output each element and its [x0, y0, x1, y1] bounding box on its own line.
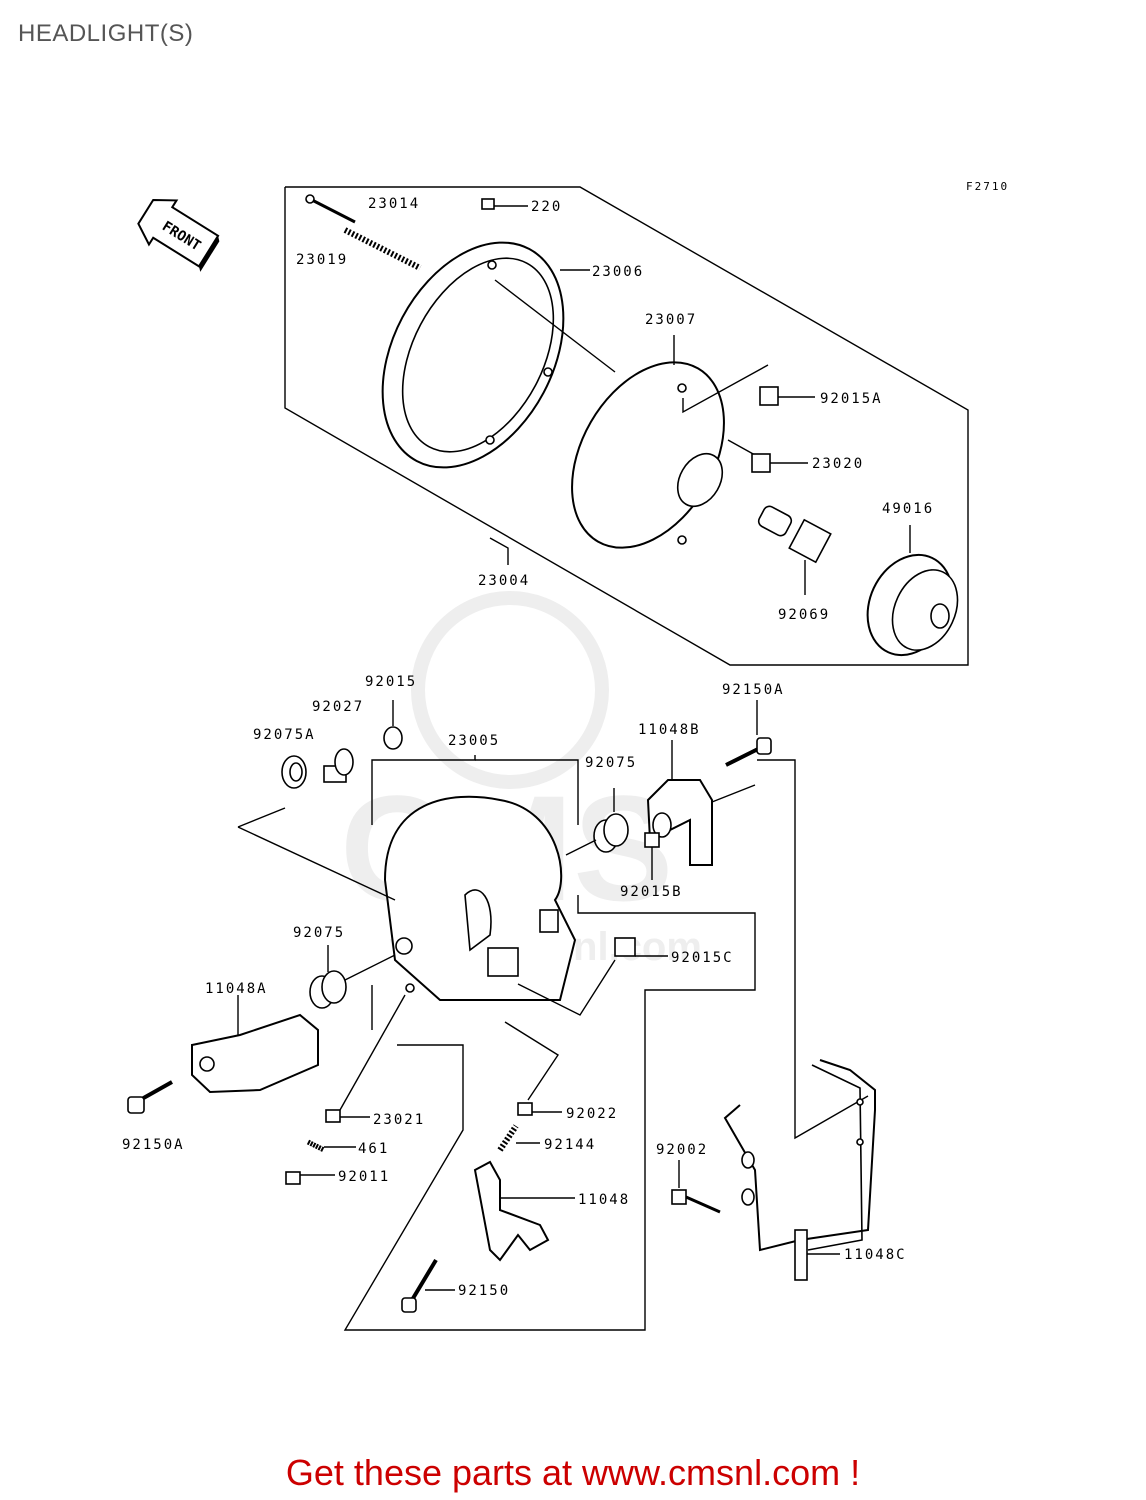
label-23004: 23004 — [478, 573, 530, 589]
spring-92144 — [497, 1124, 540, 1152]
bolt-23019 — [305, 194, 356, 224]
bracket-11048A — [191, 995, 319, 1094]
front-arrow-icon: FRONT — [137, 198, 220, 272]
label-23007: 23007 — [645, 312, 697, 328]
label-49016: 49016 — [882, 501, 934, 517]
bolt-92150A-top — [725, 700, 772, 767]
page-title: HEADLIGHT(S) — [18, 20, 194, 47]
label-23006: 23006 — [592, 264, 644, 280]
collar-92027 — [323, 748, 354, 783]
bracket-11048B — [646, 740, 756, 866]
spring-461 — [306, 1139, 356, 1153]
screw-92011 — [285, 1171, 335, 1185]
label-461: 461 — [358, 1141, 389, 1157]
nut-23021 — [325, 1109, 370, 1123]
label-92011: 92011 — [338, 1169, 390, 1185]
label-11048A: 11048A — [205, 981, 268, 997]
label-23021: 23021 — [373, 1112, 425, 1128]
label-92150A-top: 92150A — [722, 682, 785, 698]
label-92144: 92144 — [544, 1137, 596, 1153]
label-92150: 92150 — [458, 1283, 510, 1299]
bulb-92069 — [757, 505, 832, 595]
collar-92075-lower — [309, 945, 347, 1009]
washer-92075A — [281, 755, 307, 789]
label-92002: 92002 — [656, 1142, 708, 1158]
label-23005: 23005 — [448, 733, 500, 749]
label-11048: 11048 — [578, 1192, 630, 1208]
rim-23006 — [381, 241, 565, 469]
label-92075-lower: 92075 — [293, 925, 345, 941]
figure-code: F2710 — [966, 180, 1009, 193]
label-92075A: 92075A — [253, 727, 316, 743]
label-92150A-bottom: 92150A — [122, 1137, 185, 1153]
screw-220 — [481, 198, 528, 210]
spring-23014 — [343, 227, 422, 271]
upper-group-outline — [284, 186, 969, 666]
bracket-11048C — [723, 1059, 876, 1281]
nut-92015B — [644, 832, 660, 880]
label-92015C: 92015C — [671, 950, 734, 966]
label-220: 220 — [531, 199, 562, 215]
bolt-92150 — [401, 1258, 455, 1313]
label-92015A: 92015A — [820, 391, 883, 407]
label-11048B: 11048B — [638, 722, 701, 738]
label-92015B: 92015B — [620, 884, 683, 900]
collar-92075-upper — [593, 788, 629, 853]
label-23019: 23019 — [296, 252, 348, 268]
nut-92022 — [517, 1102, 562, 1116]
dust-cover-49016 — [866, 525, 959, 657]
label-92075-upper: 92075 — [585, 755, 637, 771]
label-23014: 23014 — [368, 196, 420, 212]
part-labels: 23019 23014 220 23006 23007 92015A 23020… — [122, 196, 934, 1299]
label-11048C: 11048C — [844, 1247, 907, 1263]
nut-92015C — [614, 937, 668, 957]
bolt-92002 — [671, 1160, 721, 1214]
housing-23005 — [383, 795, 577, 1001]
nut-92015A — [759, 386, 815, 406]
label-92015: 92015 — [365, 674, 417, 690]
label-92027: 92027 — [312, 699, 364, 715]
nut-92015 — [383, 700, 403, 750]
reflector-23007 — [571, 361, 725, 549]
nut-23020 — [751, 453, 808, 473]
bolt-92150A-bottom — [127, 1080, 173, 1114]
parts-diagram: CMS www.cmsnl.com F2710 FRONT — [122, 180, 1009, 1331]
bracket-23004 — [489, 537, 509, 565]
label-92069: 92069 — [778, 607, 830, 623]
label-92022: 92022 — [566, 1106, 618, 1122]
cmsnl-promo-link[interactable]: Get these parts at www.cmsnl.com ! — [285, 1452, 861, 1493]
bracket-11048 — [473, 1160, 575, 1262]
label-23020: 23020 — [812, 456, 864, 472]
